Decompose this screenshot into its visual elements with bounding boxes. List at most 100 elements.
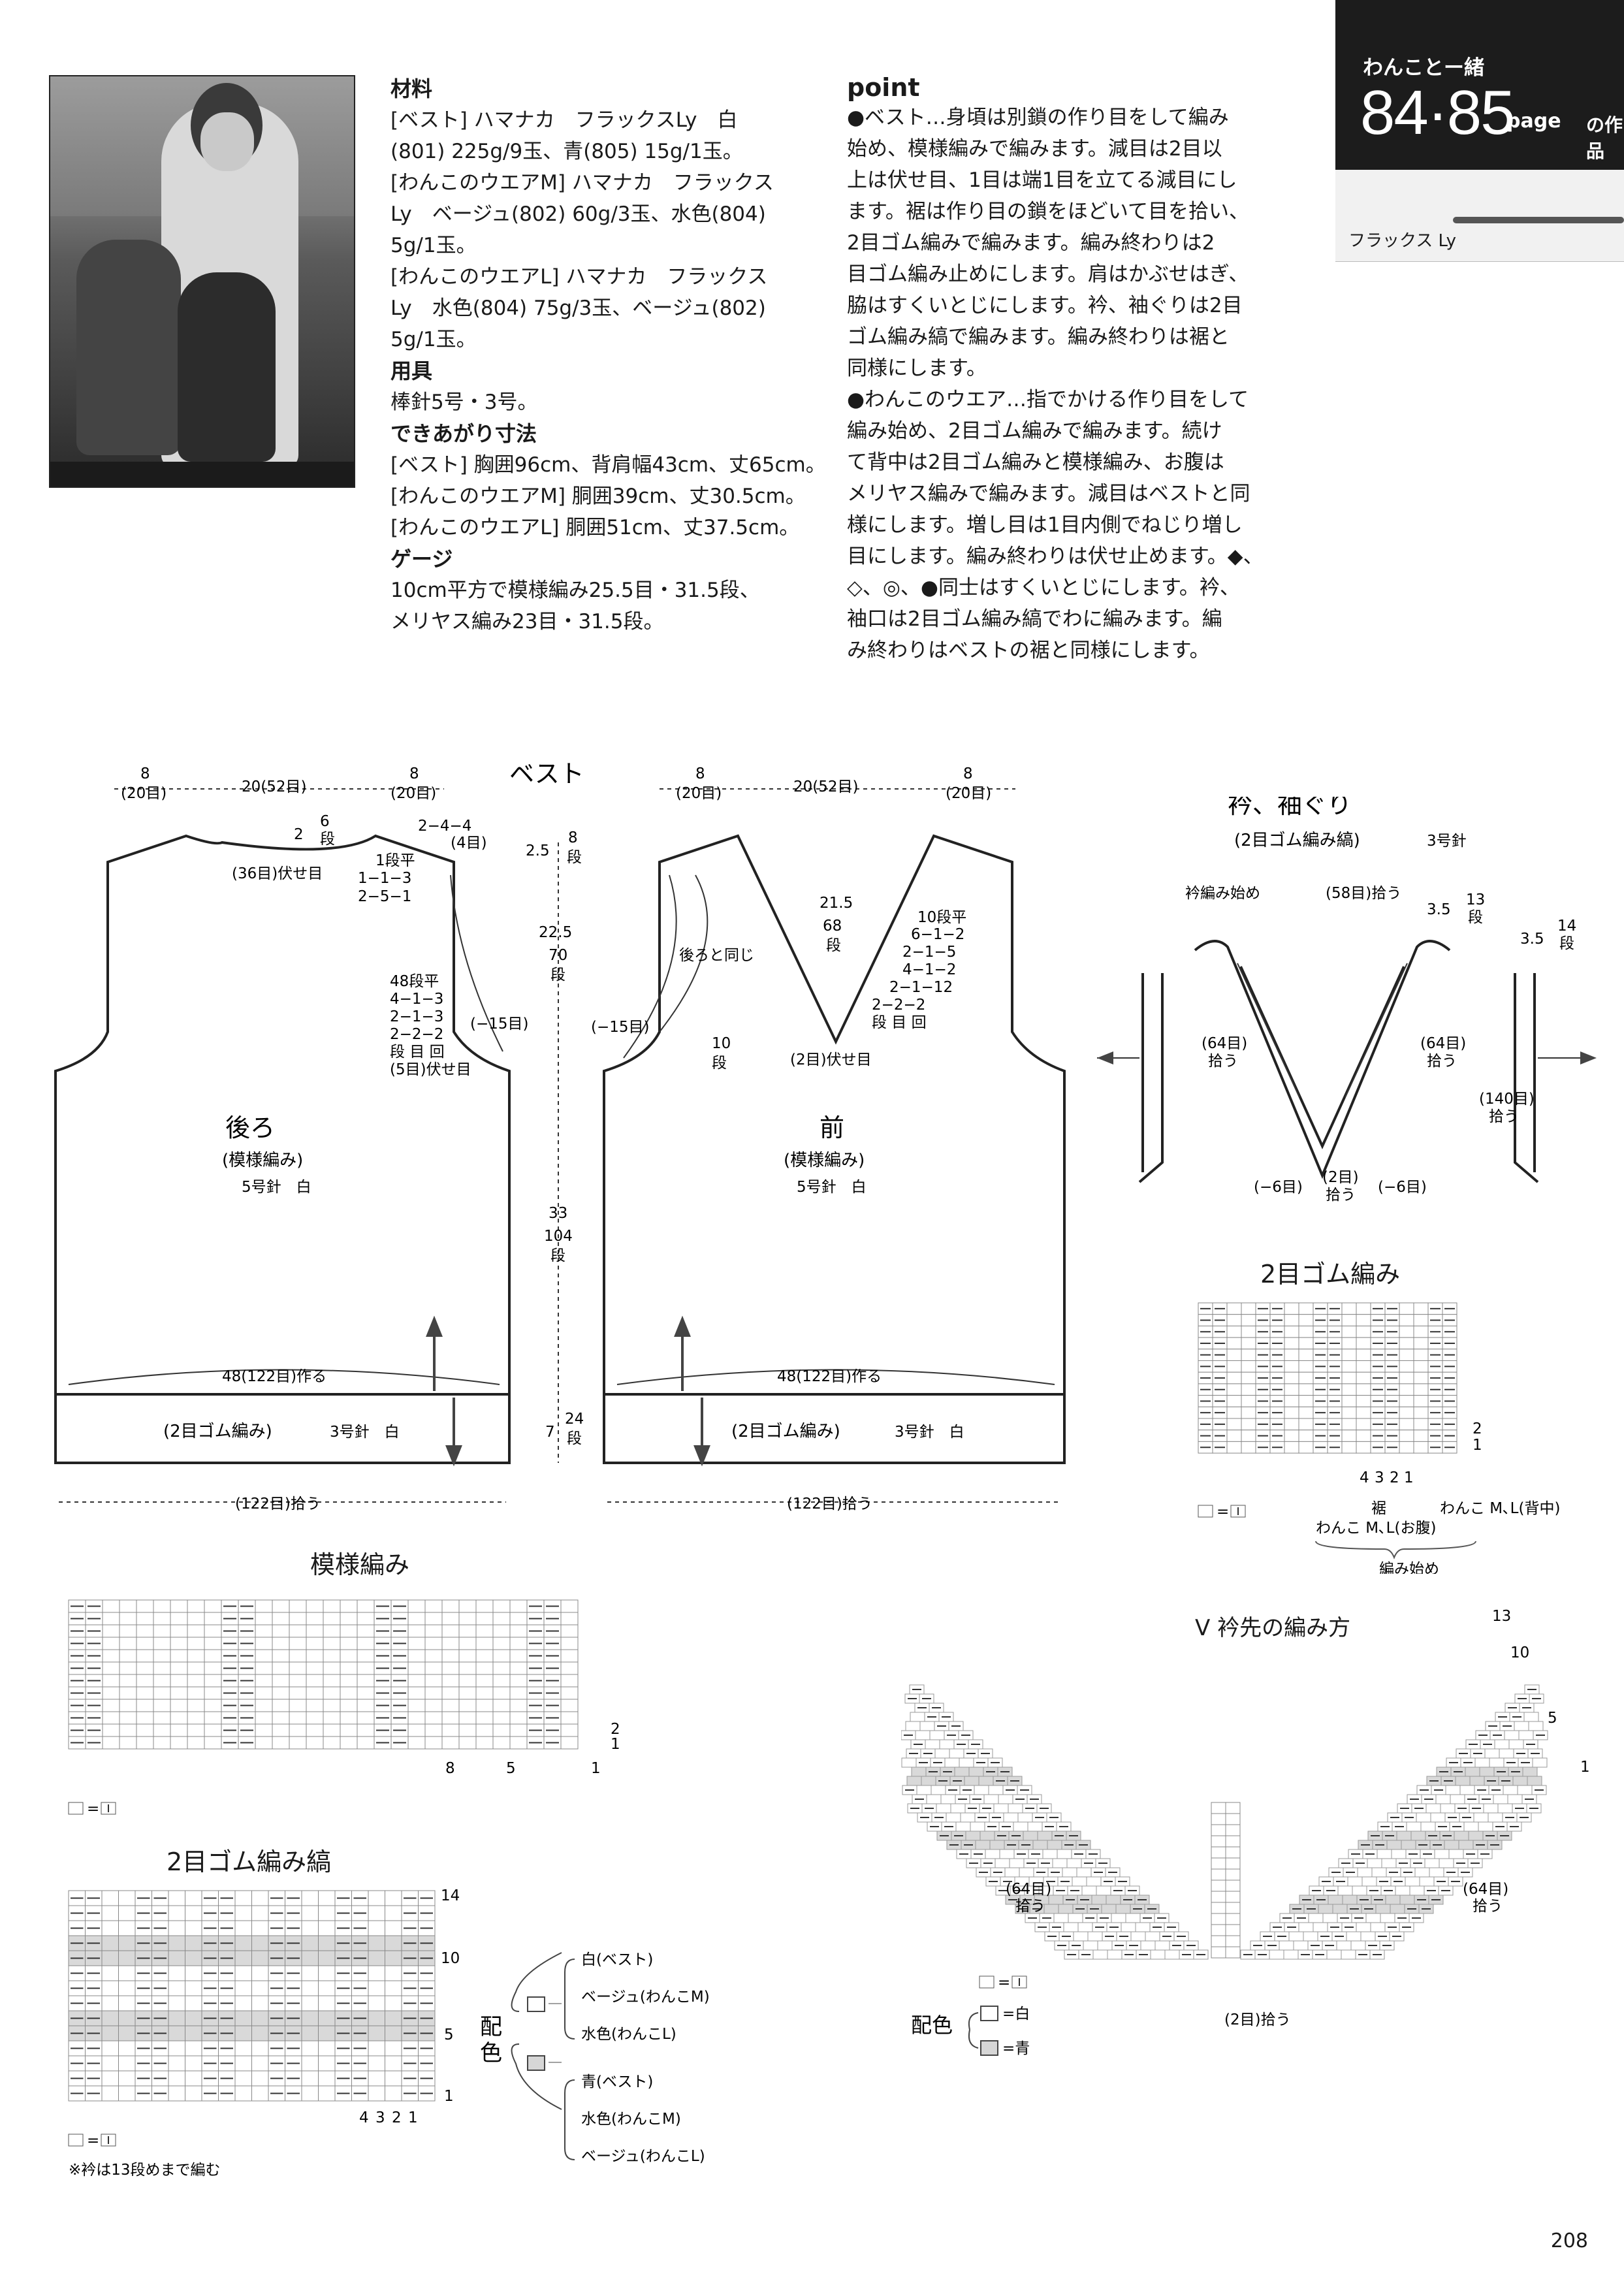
chart-cell bbox=[978, 1776, 994, 1786]
chart-cell bbox=[368, 2025, 385, 2041]
front-v-dec: 段 目 回 bbox=[872, 1014, 927, 1031]
chart-cell bbox=[1072, 1876, 1087, 1887]
chart-cell bbox=[1226, 1371, 1242, 1384]
chart-cell bbox=[234, 2070, 252, 2087]
chart-cell bbox=[204, 1637, 222, 1650]
chart-cell bbox=[385, 1980, 402, 1996]
chart-cell bbox=[1499, 1748, 1514, 1759]
chart-cell bbox=[1241, 1395, 1256, 1407]
chart-cell bbox=[1125, 1913, 1141, 1923]
chart-cell bbox=[187, 1612, 205, 1625]
chart-cell bbox=[1211, 1902, 1226, 1914]
chart-cell bbox=[301, 2085, 319, 2102]
chart-cell bbox=[272, 1637, 290, 1650]
chart-cell bbox=[234, 1980, 252, 1996]
chart-cell bbox=[289, 1624, 307, 1638]
chart-cell bbox=[301, 1920, 319, 1936]
chart-cell bbox=[204, 1649, 222, 1663]
chart-cell bbox=[118, 1920, 136, 1936]
chart-cell bbox=[136, 1711, 154, 1725]
materials-line: Ly ベージュ(802) 60g/3玉、水色(804) bbox=[390, 202, 766, 226]
chart-cell bbox=[560, 1624, 579, 1638]
back-outline bbox=[54, 834, 511, 1464]
chart-cell bbox=[255, 1674, 273, 1688]
chart-cell bbox=[385, 1920, 402, 1936]
chart-cell bbox=[1483, 1803, 1499, 1814]
chart-cell bbox=[318, 1890, 336, 1906]
v-l64: (64目) bbox=[1006, 1881, 1051, 1898]
chart-cell bbox=[1341, 1418, 1357, 1431]
front-rib: (2目ゴム編み) bbox=[731, 1422, 840, 1441]
chart-cell bbox=[424, 1612, 443, 1625]
height-1-rows: 8 bbox=[568, 829, 578, 846]
front-side: (−15目) bbox=[591, 1019, 649, 1036]
stripe-color-title-1: 配 bbox=[480, 2014, 502, 2040]
chart-cell bbox=[102, 1723, 120, 1737]
chart-cell bbox=[101, 1965, 119, 1981]
chart-cell bbox=[458, 1624, 477, 1638]
pattern-legend: = bbox=[87, 1800, 99, 1817]
chart-cell bbox=[118, 1995, 136, 2011]
chart-cell bbox=[424, 1711, 443, 1725]
point-line: ◇、◎、●同士はすくいとじにします。衿、 bbox=[847, 576, 1240, 600]
chart-cell bbox=[1145, 1931, 1160, 1942]
chart-cell bbox=[441, 1736, 460, 1750]
chart-cell bbox=[289, 1649, 307, 1663]
chart-cell bbox=[1225, 1824, 1241, 1836]
chart-cell bbox=[234, 1890, 252, 1906]
chart-cell bbox=[1241, 1441, 1256, 1454]
chart-cell bbox=[949, 1748, 964, 1759]
collar-l64b: 拾う bbox=[1208, 1053, 1238, 1070]
chart-cell bbox=[1357, 1867, 1373, 1878]
chart-cell bbox=[318, 2010, 336, 2026]
chart-cell bbox=[1211, 1891, 1226, 1903]
chart-cell bbox=[185, 1995, 202, 2011]
chart-cell bbox=[301, 1980, 319, 1996]
chart-cell bbox=[168, 1890, 185, 1906]
chart-cell bbox=[119, 1661, 137, 1675]
chart-cell bbox=[323, 1674, 341, 1688]
chart-cell bbox=[153, 1599, 171, 1613]
chart-cell bbox=[170, 1624, 188, 1638]
chart-cell bbox=[1107, 1949, 1122, 1960]
chart-cell bbox=[153, 1736, 171, 1750]
chart-cell bbox=[1399, 1360, 1414, 1373]
chart-cell bbox=[1356, 1922, 1371, 1932]
pattern-col-num: 1 bbox=[591, 1760, 601, 1777]
chart-cell bbox=[509, 1612, 528, 1625]
chart-cell bbox=[1226, 1302, 1242, 1315]
tag-suffix2: の作品 bbox=[1586, 114, 1623, 162]
back-top-right-st: (20目) bbox=[390, 785, 436, 802]
chart-cell bbox=[1439, 1858, 1454, 1868]
chart-cell bbox=[441, 1649, 460, 1663]
chart-cell bbox=[1341, 1406, 1357, 1419]
chart-cell bbox=[905, 1721, 921, 1731]
chart-cell bbox=[251, 2070, 269, 2087]
chart-cell bbox=[289, 1699, 307, 1712]
chart-cell bbox=[323, 1736, 341, 1750]
photo-dog-right bbox=[178, 272, 276, 462]
chart-cell bbox=[204, 1674, 222, 1688]
chart-cell bbox=[323, 1599, 341, 1613]
back-arm-dec: 2−1−3 bbox=[390, 1008, 443, 1025]
chart-cell bbox=[560, 1649, 579, 1663]
chart-cell bbox=[136, 1674, 154, 1688]
chart-cell bbox=[475, 1637, 494, 1650]
chart-cell bbox=[1284, 1325, 1299, 1338]
collar-w2u: 段 bbox=[1559, 935, 1574, 952]
front-v-dec: 2−2−2 bbox=[872, 997, 925, 1014]
chart-cell bbox=[1121, 1922, 1136, 1932]
chart-cell bbox=[101, 1950, 119, 1966]
v-row-num: 10 bbox=[1510, 1644, 1529, 1661]
chart-cell bbox=[323, 1723, 341, 1737]
chart-cell bbox=[1226, 1337, 1242, 1350]
chart-cell bbox=[1298, 1314, 1314, 1326]
chart-cell bbox=[306, 1624, 324, 1638]
chart-cell bbox=[272, 1723, 290, 1737]
back-neck-rows: 2 bbox=[294, 826, 304, 843]
chart-cell bbox=[1332, 1904, 1348, 1914]
chart-cell bbox=[1225, 1857, 1241, 1870]
collar-w1r: 13 bbox=[1466, 891, 1485, 908]
chart-cell bbox=[340, 1637, 358, 1650]
chart-cell bbox=[251, 1995, 269, 2011]
